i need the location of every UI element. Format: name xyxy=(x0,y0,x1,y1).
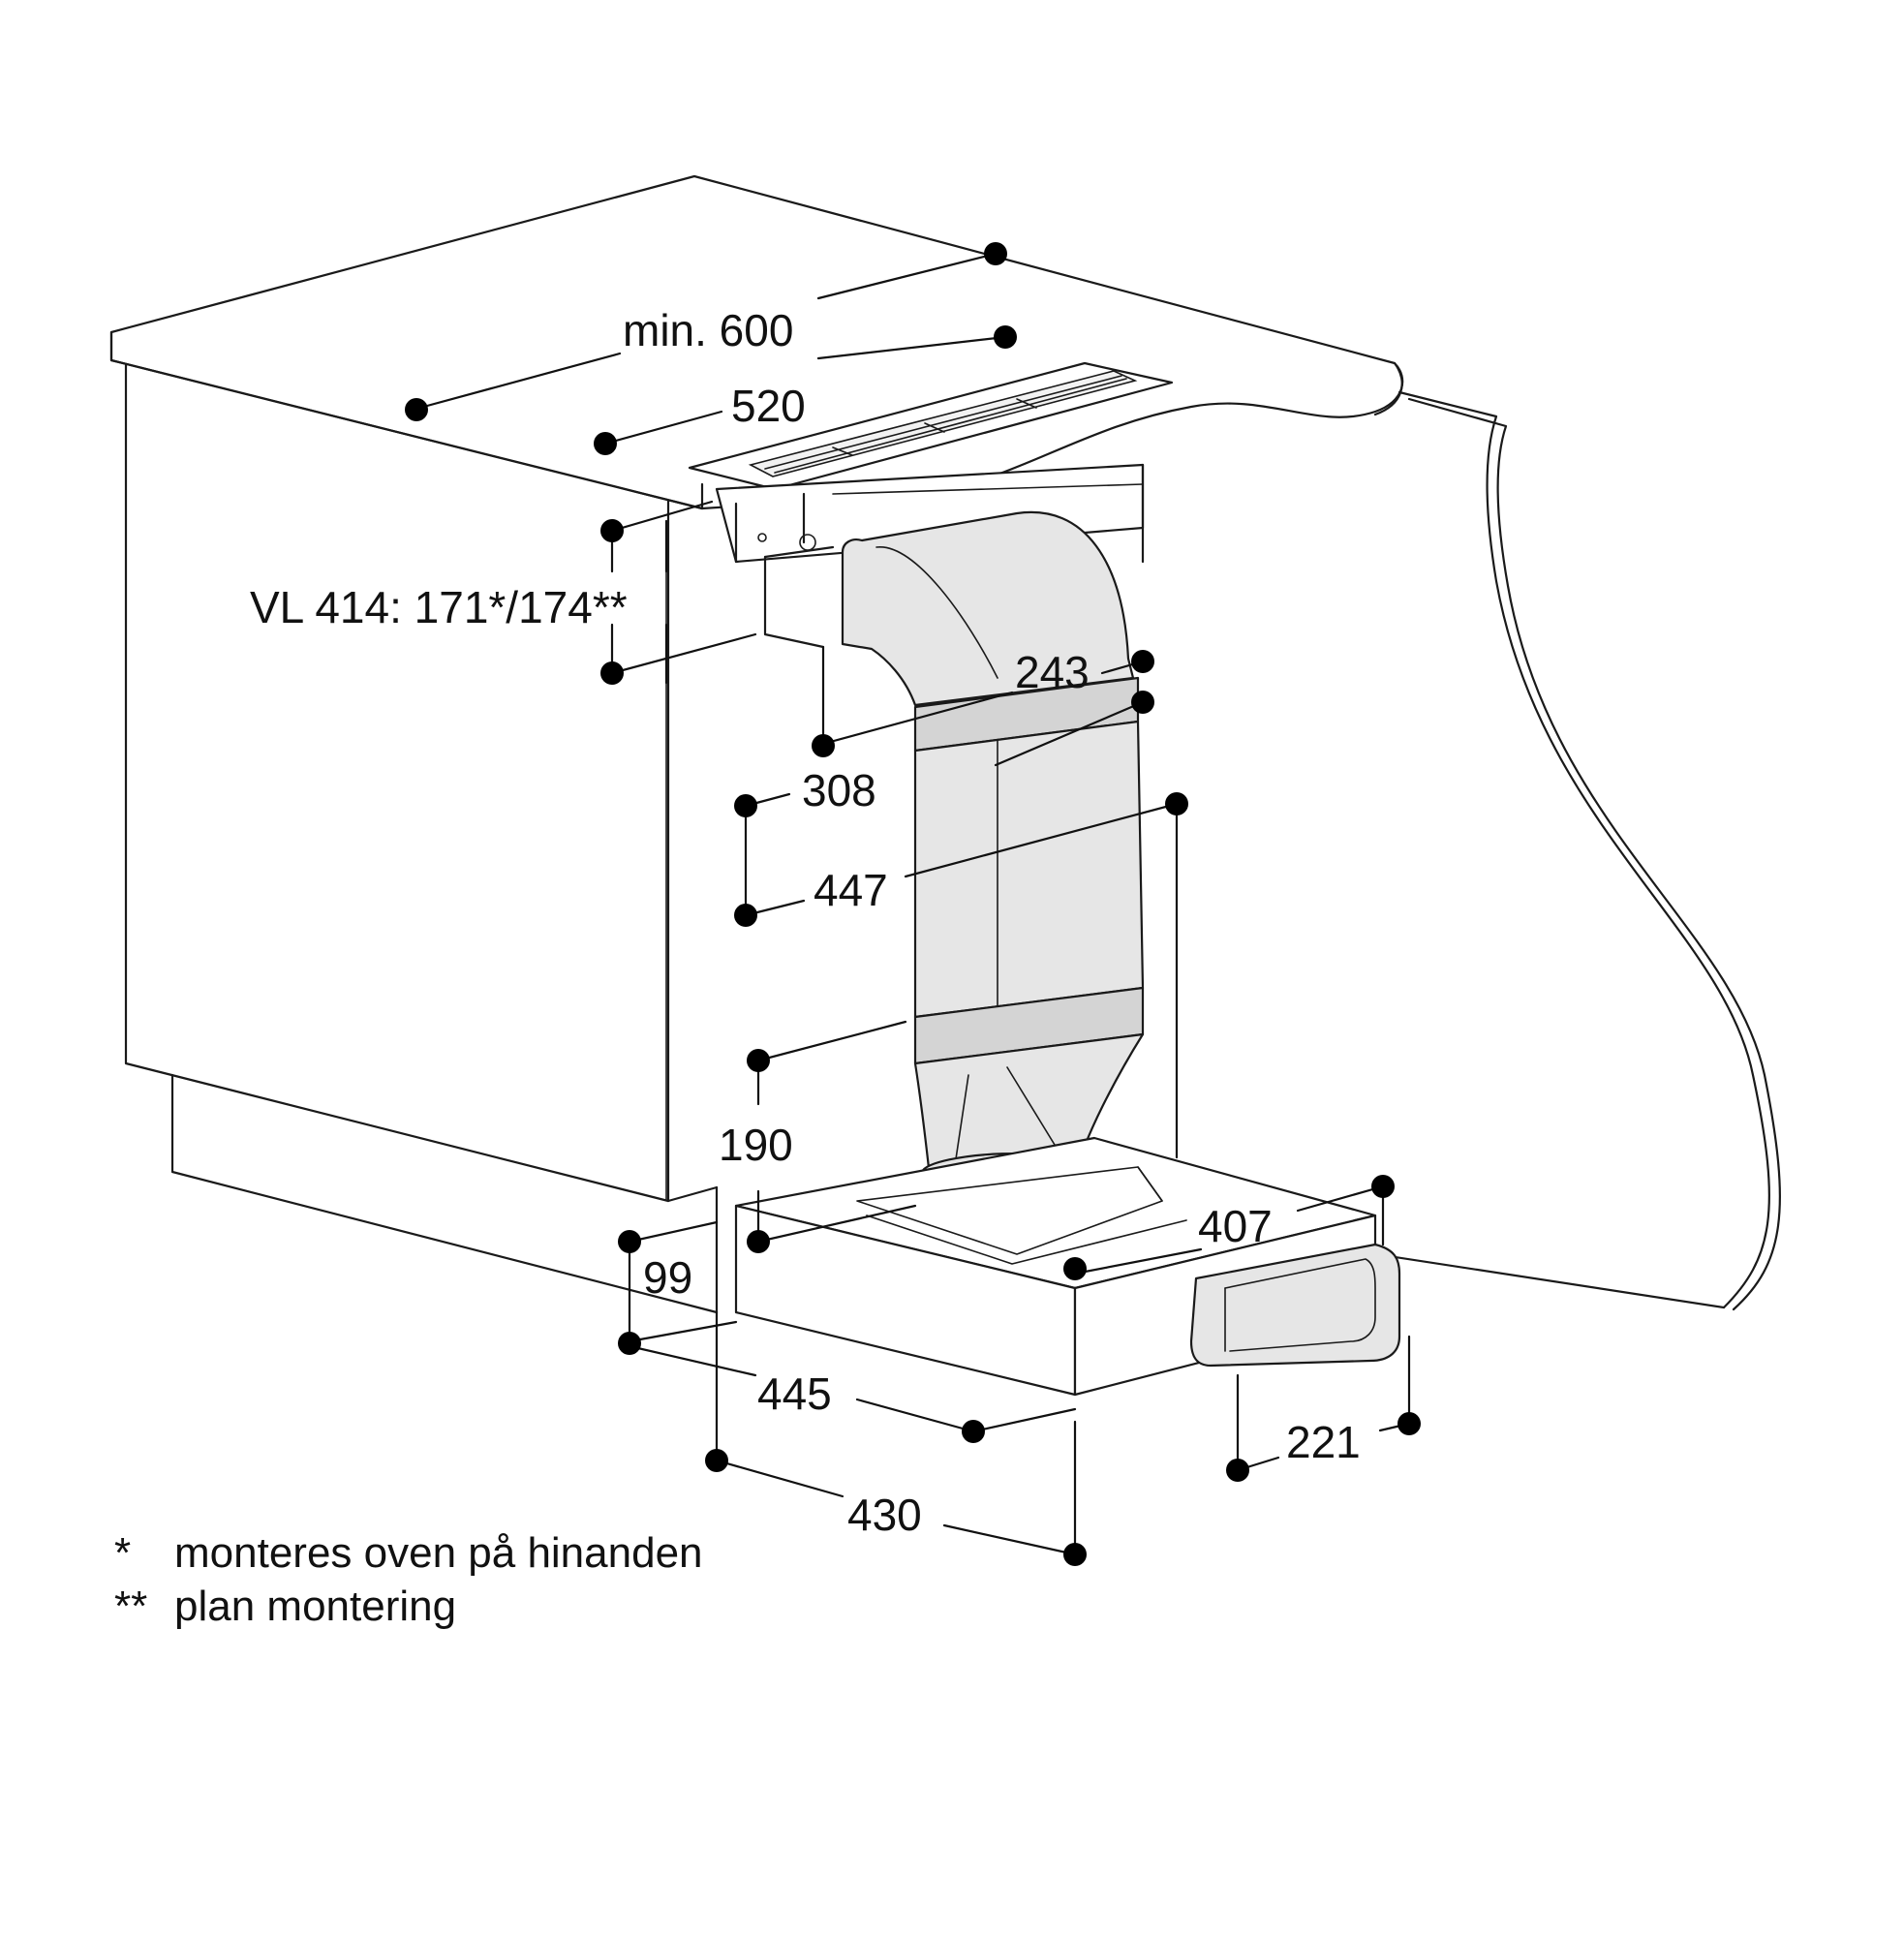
dim-190: 190 xyxy=(719,1120,793,1170)
dimension-dots xyxy=(405,242,1421,1566)
dim-221: 221 xyxy=(1286,1417,1361,1467)
footnote-text-2: plan montering xyxy=(174,1583,456,1630)
dim-243: 243 xyxy=(1015,647,1090,697)
plinth-box xyxy=(734,1136,1401,1397)
dim-min-600: min. 600 xyxy=(623,305,793,355)
dim-vl414: VL 414: 171*/174** xyxy=(250,582,628,632)
dim-430: 430 xyxy=(847,1490,922,1540)
footnote-marker-1: * xyxy=(114,1529,131,1577)
dim-308: 308 xyxy=(802,765,876,815)
downdraft-unit xyxy=(688,361,1174,649)
duct-assembly xyxy=(841,510,1145,1233)
footnote-marker-2: ** xyxy=(114,1583,147,1630)
dim-445: 445 xyxy=(757,1368,832,1419)
footnote-text-1: monteres oven på hinanden xyxy=(174,1529,703,1577)
side-panel xyxy=(1121,390,1781,1311)
dim-99: 99 xyxy=(643,1252,692,1303)
dim-520: 520 xyxy=(731,381,806,431)
dimension-lines xyxy=(415,252,1411,1556)
cabinet xyxy=(124,361,719,1314)
dim-407: 407 xyxy=(1198,1201,1273,1251)
footnotes: * monteres oven på hinanden ** plan mont… xyxy=(114,1529,703,1630)
dimension-labels: min. 600 520 VL 414: 171*/174** 243 308 … xyxy=(250,305,1361,1540)
dim-447: 447 xyxy=(814,865,888,915)
